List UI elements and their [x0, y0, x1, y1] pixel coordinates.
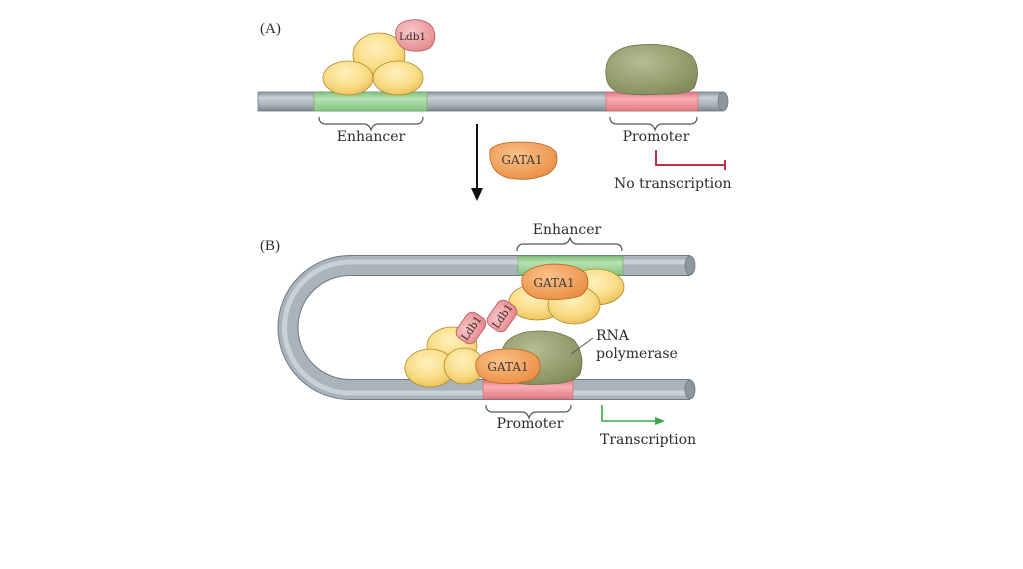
no-transcription-symbol: [655, 150, 726, 170]
no-transcription-label: No transcription: [614, 176, 732, 192]
panel-a-ldb1: Ldb1: [395, 19, 436, 52]
panel-a-label: (A): [260, 21, 281, 37]
panel-b-gata1-bottom: GATA1: [475, 348, 541, 384]
enhancer-label: Enhancer: [337, 129, 406, 145]
ldb1-label: Ldb1: [399, 31, 426, 43]
ldb1-protein: [455, 311, 487, 345]
panel-b-label: (B): [260, 238, 280, 254]
transcription-arrow: [601, 405, 665, 425]
activator-protein: [372, 60, 424, 96]
panel-a-enhancer-proteins: [322, 32, 424, 96]
gata1-label: GATA1: [501, 153, 542, 167]
enhancer-region: [313, 91, 428, 112]
ldb1-protein: [486, 299, 518, 333]
rna-polymerase-leader-line: [570, 337, 594, 355]
enhancer-label: Enhancer: [533, 222, 602, 238]
promoter-brace: [485, 404, 572, 420]
rna-polymerase-label-line2: polymerase: [596, 346, 678, 362]
dna-end-cap: [717, 91, 729, 112]
transition-arrow: [471, 124, 483, 201]
promoter-label: Promoter: [623, 129, 690, 145]
rna-polymerase: [605, 44, 698, 96]
gata1-protein: [489, 141, 558, 180]
dna-end-cap: [684, 255, 696, 276]
gata1-protein: [521, 263, 589, 300]
transcription-label: Transcription: [600, 432, 696, 448]
gata1-protein: [475, 348, 541, 384]
rna-polymerase-label-line1: RNA: [596, 328, 630, 344]
panel-b-promoter-proteins: [404, 326, 485, 388]
activator-protein: [322, 60, 374, 96]
promoter-brace: [609, 116, 698, 132]
panel-b-gata1-top: GATA1: [521, 263, 589, 300]
enhancer-brace: [318, 116, 424, 132]
dna-end-cap: [684, 379, 696, 400]
promoter-label: Promoter: [497, 416, 564, 432]
ldb1-protein: [395, 19, 436, 52]
free-gata1: GATA1: [489, 141, 558, 180]
gata1-bottom-label: GATA1: [487, 360, 528, 374]
panel-a-dna: [257, 91, 729, 112]
enhancer-brace: [516, 236, 623, 252]
gata1-top-label: GATA1: [533, 276, 574, 290]
